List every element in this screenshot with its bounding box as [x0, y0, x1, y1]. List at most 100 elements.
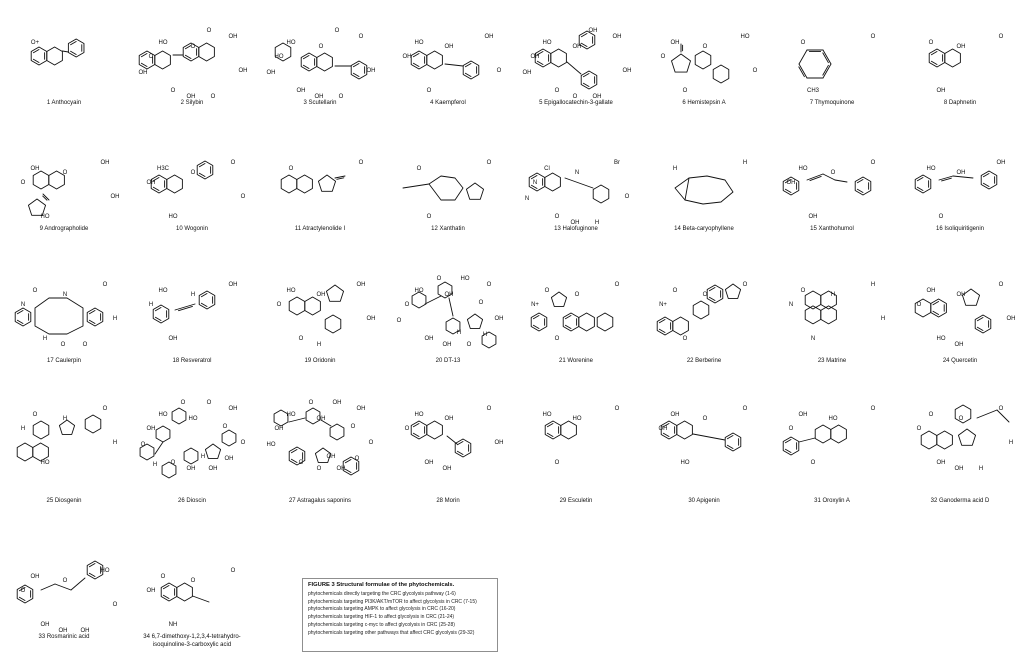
atom-label: HO [681, 460, 690, 466]
compound-label: 27 Astragalus saponins [288, 498, 352, 504]
atom-label: O [573, 94, 578, 100]
atom-label: H [149, 302, 153, 308]
atom-label: HO [927, 166, 936, 172]
atom-label: OH [333, 400, 342, 406]
figure-caption: FIGURE 3 Structural formulae of the phyt… [302, 578, 498, 652]
atom-label: OH [225, 456, 234, 462]
atom-label: HO [159, 40, 168, 46]
compound-label: 19 Oridonin [304, 358, 336, 364]
atom-label: O [467, 342, 472, 348]
atom-label: H [831, 292, 835, 298]
compound-label: 33 Rosmarinic acid [38, 634, 90, 640]
atom-label: OH [937, 88, 946, 94]
atom-label: HO [169, 214, 178, 220]
atom-label: O [319, 44, 324, 50]
atom-label: HO [799, 166, 808, 172]
atom-label: HO [829, 416, 838, 422]
compound-label: 22 Berberine [686, 358, 722, 364]
atom-label: O [555, 214, 560, 220]
atom-label: O [277, 302, 282, 308]
atom-label: O [427, 88, 432, 94]
atom-label: HO [267, 442, 276, 448]
atom-label: O [289, 166, 294, 172]
atom-label: HO [275, 54, 284, 60]
atom-label: O [339, 94, 344, 100]
caption-title: FIGURE 3 Structural formulae of the phyt… [308, 582, 455, 588]
atom-label: OH [229, 34, 238, 40]
atom-label: OH [937, 460, 946, 466]
atom-label: O [683, 88, 688, 94]
compound-label: 12 Xanthatin [431, 226, 465, 232]
atom-label: O [871, 406, 876, 412]
structure-drawing: HH [673, 160, 747, 205]
atom-label: O [929, 40, 934, 46]
atom-label: H [871, 282, 875, 288]
atom-label: OH [571, 220, 580, 226]
caption-line: phytochemicals targeting HIF-1 to affect… [308, 614, 455, 621]
atom-label: HO [159, 288, 168, 294]
atom-label: HO [287, 40, 296, 46]
atom-label: N [533, 180, 537, 186]
atom-label: OH [443, 342, 452, 348]
atom-label: N [789, 302, 793, 308]
atom-label: O [999, 282, 1004, 288]
atom-label: O [405, 426, 410, 432]
atom-label: HO [101, 568, 110, 574]
atom-label: HO [41, 460, 50, 466]
atom-label: O [703, 416, 708, 422]
atom-label: O [487, 282, 492, 288]
atom-label: HO [573, 416, 582, 422]
atom-label: CH3 [807, 88, 820, 94]
structure-drawing: OO [280, 160, 364, 194]
atom-label: H [979, 466, 983, 472]
atom-label: O [801, 288, 806, 294]
compound-label: 14 Beta-caryophyllene [674, 226, 734, 232]
atom-label: HO [543, 40, 552, 46]
atom-label: O [545, 288, 550, 294]
atom-label: OH [957, 170, 966, 176]
atom-label: OH [367, 316, 376, 322]
atom-label: O [487, 160, 492, 166]
compound-label: 20 DT-13 [435, 358, 461, 364]
atom-label: O [83, 342, 88, 348]
atom-label: H [483, 332, 487, 338]
compound-label: 30 Apigenin [688, 498, 720, 504]
atom-label: HO [741, 34, 750, 40]
atom-label: OH [315, 94, 324, 100]
atom-label: O [369, 440, 374, 446]
atom-label: H [63, 416, 67, 422]
atom-label: O [207, 28, 212, 34]
atom-label: O [871, 160, 876, 166]
atom-label: OH [41, 622, 50, 628]
atom-label: OH [147, 588, 156, 594]
atom-label: NH [169, 622, 178, 628]
atom-label: O [61, 342, 66, 348]
atom-label: OH [31, 166, 40, 172]
atom-label: O [487, 406, 492, 412]
atom-label: O [999, 406, 1004, 412]
atom-label: O [191, 170, 196, 176]
atom-label: OH [239, 68, 248, 74]
atom-label: O [21, 180, 26, 186]
atom-label: O [299, 460, 304, 466]
atom-label: O [63, 578, 68, 584]
